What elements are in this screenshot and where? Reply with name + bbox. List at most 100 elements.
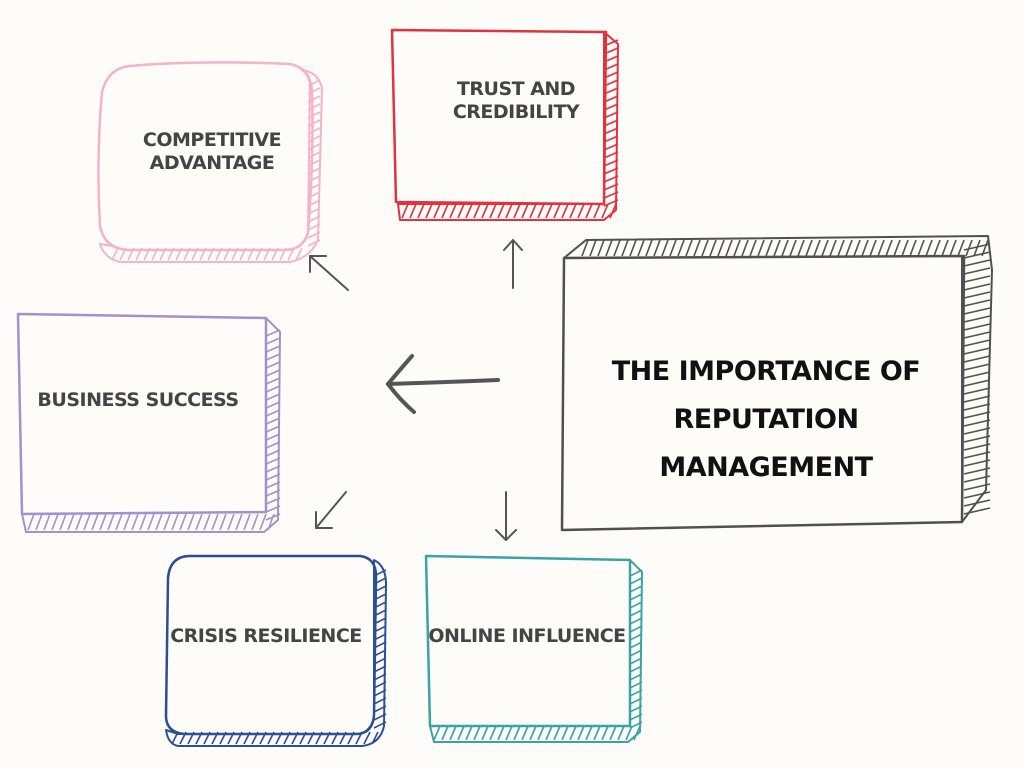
hatch-stroke <box>203 513 211 531</box>
hatch-stroke <box>963 283 991 291</box>
hatch-stroke <box>363 731 371 745</box>
hatch-stroke <box>265 465 281 473</box>
hatch-stroke <box>963 363 991 371</box>
hatch-stroke <box>577 203 585 219</box>
hatch-stroke <box>629 713 643 721</box>
hatch-stroke <box>465 203 473 219</box>
hatch-stroke <box>941 239 949 257</box>
hatch-stroke <box>869 239 877 257</box>
hatch-stroke <box>603 167 619 175</box>
hatch-stroke <box>837 239 845 257</box>
hatch-stroke <box>51 513 59 531</box>
hatch-stroke <box>115 513 123 531</box>
hatch-stroke <box>553 725 561 741</box>
hatch-stroke <box>265 473 281 481</box>
hatch-stroke <box>603 191 619 199</box>
node-label-line: BUSINESS SUCCESS <box>37 389 238 411</box>
hatch-stroke <box>99 513 107 531</box>
hatch-stroke <box>693 239 701 257</box>
hatch-stroke <box>603 183 619 191</box>
hatch-stroke <box>661 239 669 257</box>
hatch-stroke <box>805 239 813 257</box>
hatch-stroke <box>629 641 643 649</box>
hatch-stroke <box>307 111 321 119</box>
hatch-stroke <box>265 353 281 361</box>
hatch-stroke <box>677 239 685 257</box>
node-label-line: CRISIS RESILIENCE <box>170 625 362 647</box>
hatch-stroke <box>963 379 991 387</box>
hatch-stroke <box>629 617 643 625</box>
hatch-stroke <box>457 725 465 741</box>
hatch-stroke <box>609 203 617 219</box>
hatch-stroke <box>685 239 693 257</box>
hatch-stroke <box>265 345 281 353</box>
hatch-stroke <box>417 203 425 219</box>
hatch-stroke <box>561 203 569 219</box>
hatch-stroke <box>963 307 991 315</box>
hatch-stroke <box>265 393 281 401</box>
hatch-stroke <box>123 513 131 531</box>
hatch-stroke <box>629 609 643 617</box>
hatch-stroke <box>629 625 643 633</box>
hatch-stroke <box>465 725 473 741</box>
hatch-stroke <box>265 409 281 417</box>
hatch-stroke <box>577 725 585 741</box>
hatch-stroke <box>497 203 505 219</box>
hatch-stroke <box>629 665 643 673</box>
hatch-stroke <box>497 725 505 741</box>
hatch-stroke <box>307 151 321 159</box>
hatch-stroke <box>27 513 35 531</box>
hatch-stroke <box>963 275 991 283</box>
hatch-stroke <box>789 239 797 257</box>
hatch-stroke <box>781 239 789 257</box>
hatch-stroke <box>505 725 513 741</box>
hatch-stroke <box>629 593 643 601</box>
hatch-stroke <box>629 721 643 729</box>
hatch-stroke <box>773 239 781 257</box>
hatch-stroke <box>561 725 569 741</box>
hatch-stroke <box>265 329 281 337</box>
hatch-stroke <box>537 725 545 741</box>
hatch-stroke <box>603 127 619 135</box>
hatch-stroke <box>513 203 521 219</box>
hatch-stroke <box>67 513 75 531</box>
hatch-stroke <box>307 119 321 127</box>
box-outline <box>424 554 632 728</box>
hatch-stroke <box>265 385 281 393</box>
hatch-stroke <box>963 339 991 347</box>
hatch-stroke <box>603 135 619 143</box>
hatch-stroke <box>861 239 869 257</box>
hatch-stroke <box>131 513 139 531</box>
hatch-stroke <box>265 505 281 513</box>
hatch-stroke <box>629 601 643 609</box>
hatch-stroke <box>709 239 717 257</box>
hatch-stroke <box>235 513 243 531</box>
hatch-stroke <box>83 513 91 531</box>
hatch-stroke <box>581 239 589 257</box>
hatch-stroke <box>441 203 449 219</box>
hatch-stroke <box>629 705 643 713</box>
center-title-line: REPUTATION <box>673 404 858 435</box>
box-outline <box>390 28 608 206</box>
hatch-stroke <box>211 513 219 531</box>
hatch-stroke <box>307 87 321 95</box>
hatch-stroke <box>733 239 741 257</box>
hatch-stroke <box>669 239 677 257</box>
hatch-stroke <box>645 239 653 257</box>
hatch-stroke <box>963 459 991 467</box>
hatch-stroke <box>545 203 553 219</box>
hatch-stroke <box>219 513 227 531</box>
node-business-success: BUSINESS SUCCESS <box>16 312 281 533</box>
hatch-stroke <box>171 513 179 531</box>
hatch-stroke <box>513 725 521 741</box>
hatch-stroke <box>765 239 773 257</box>
hatch-stroke <box>629 569 643 577</box>
hatch-stroke <box>307 103 321 111</box>
hatch-stroke <box>963 499 991 507</box>
hatch-stroke <box>545 725 553 741</box>
hatch-stroke <box>629 689 643 697</box>
hatch-stroke <box>917 239 925 257</box>
hatch-stroke <box>481 203 489 219</box>
hatch-stroke <box>617 725 625 741</box>
